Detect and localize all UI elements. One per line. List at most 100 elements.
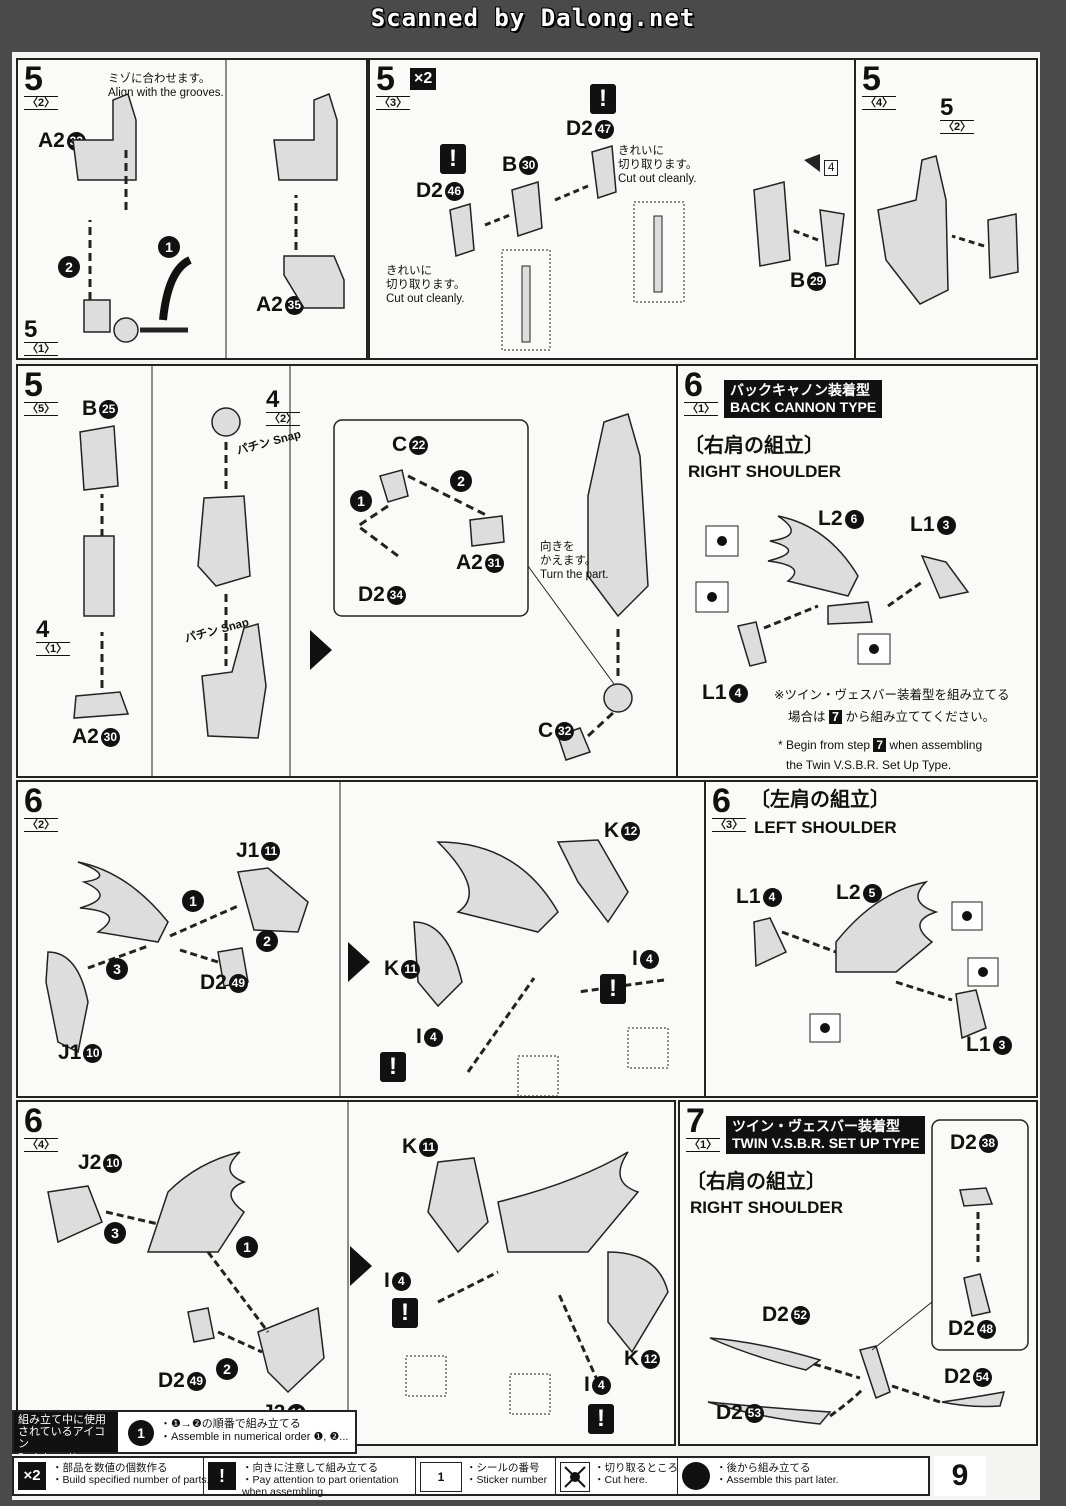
- substep-label: 〈4〉: [862, 96, 897, 110]
- substep-label: 〈5〉: [24, 402, 59, 416]
- assemble-later-icon: [682, 1462, 710, 1490]
- substep-label: 〈3〉: [712, 818, 747, 832]
- part-number-badge: 54: [972, 1367, 992, 1387]
- ref-step-number: 5: [24, 316, 38, 343]
- section-title-jp: 〔左肩の組立〕: [750, 789, 890, 811]
- part-number-badge: 53: [744, 1403, 764, 1423]
- part-number-badge: 34: [386, 585, 406, 605]
- part-number-badge: 38: [978, 1133, 998, 1153]
- panel-step-5-2: 5 〈2〉 ミゾに合わせます。 Align with the grooves. …: [16, 58, 238, 360]
- part-number-badge: 5: [862, 883, 882, 903]
- warning-icon: !: [392, 1298, 418, 1328]
- section-title-jp: 〔右肩の組立〕: [686, 1171, 826, 1193]
- part-number-badge: 52: [790, 1305, 810, 1325]
- part-number-badge: 29: [807, 271, 827, 291]
- part-number-badge: 32: [555, 721, 575, 741]
- turn-note: 向きを かえます。 Turn the part.: [540, 541, 609, 581]
- step-number: 6: [24, 782, 43, 820]
- order-badge: 2: [256, 930, 278, 952]
- step-number: 6: [684, 366, 703, 404]
- part-illustration: [72, 60, 227, 358]
- cut-icon: [560, 1462, 590, 1492]
- part-number-badge: 4: [591, 1375, 611, 1395]
- part-number-badge: 4: [639, 949, 659, 969]
- part-illustration: [753, 880, 999, 1043]
- warning-icon: !: [208, 1462, 236, 1490]
- order-badge: 1: [182, 890, 204, 912]
- multiplier-icon: ×2: [18, 1462, 46, 1490]
- part-illustration: [753, 154, 845, 267]
- watermark: Scanned by Dalong.net: [370, 4, 696, 32]
- part-number-badge: 31: [484, 553, 504, 573]
- align-note: ミゾに合わせます。 Align with the grooves.: [108, 72, 224, 100]
- part-illustration: [707, 1119, 1029, 1425]
- multiplier-icon: ×2: [410, 68, 437, 90]
- part-number-badge: 11: [261, 841, 281, 861]
- part-illustration: [47, 1102, 669, 1444]
- warning-icon: !: [600, 974, 626, 1004]
- order-badge: 2: [450, 470, 472, 492]
- part-number-badge: 22: [409, 435, 429, 455]
- part-number-badge: 10: [83, 1043, 103, 1063]
- instruction-sheet: 5 〈2〉 ミゾに合わせます。 Align with the grooves. …: [12, 52, 1040, 1500]
- step-number: 5: [376, 60, 395, 98]
- part-illustration: [877, 155, 1019, 305]
- step-number: 6: [712, 782, 731, 820]
- order-badge: 3: [106, 958, 128, 980]
- type-banner: ツイン・ヴェスバー装着型 TWIN V.S.B.R. SET UP TYPE: [726, 1116, 926, 1154]
- part-number-badge: 4: [391, 1271, 411, 1291]
- part-illustration: [449, 145, 685, 351]
- step-number: 5: [24, 60, 43, 98]
- legend-cut: ・切り取るところ・Cut here.: [556, 1458, 678, 1494]
- part-number-badge: 30: [100, 727, 120, 747]
- warning-icon: !: [588, 1404, 614, 1434]
- ref-step-number: 4: [266, 386, 280, 413]
- order-badge: 1: [236, 1236, 258, 1258]
- substep-label: 〈1〉: [684, 402, 719, 416]
- part-number-badge: 25: [99, 399, 119, 419]
- ref-substep-label: 〈1〉: [24, 342, 59, 356]
- next-arrow: [310, 630, 332, 670]
- order-badge: 2: [216, 1358, 238, 1380]
- part-number-badge: 30: [519, 155, 539, 175]
- panel-step-7-1: 7 〈1〉 ツイン・ヴェスバー装着型 TWIN V.S.B.R. SET UP …: [678, 1100, 1038, 1446]
- part-number-badge: 46: [444, 181, 464, 201]
- sticker-icon: 1: [420, 1462, 462, 1492]
- part-number-badge: 12: [641, 1349, 661, 1369]
- part-number-badge: 47: [594, 119, 614, 139]
- ref-step-number: 5: [940, 94, 954, 121]
- part-illustration: [73, 366, 649, 776]
- part-number-badge: 4: [728, 683, 748, 703]
- step-number: 5: [862, 60, 881, 98]
- panel-step-6-1: 6 〈1〉 バックキャノン装着型 BACK CANNON TYPE 〔右肩の組立…: [676, 364, 1038, 778]
- step-ref: 7: [873, 738, 887, 752]
- cut-note: きれいに 切り取ります。 Cut out cleanly.: [386, 265, 466, 305]
- step-number: 6: [24, 1102, 43, 1140]
- step-number: 7: [686, 1102, 705, 1140]
- part-number-badge: 49: [228, 973, 248, 993]
